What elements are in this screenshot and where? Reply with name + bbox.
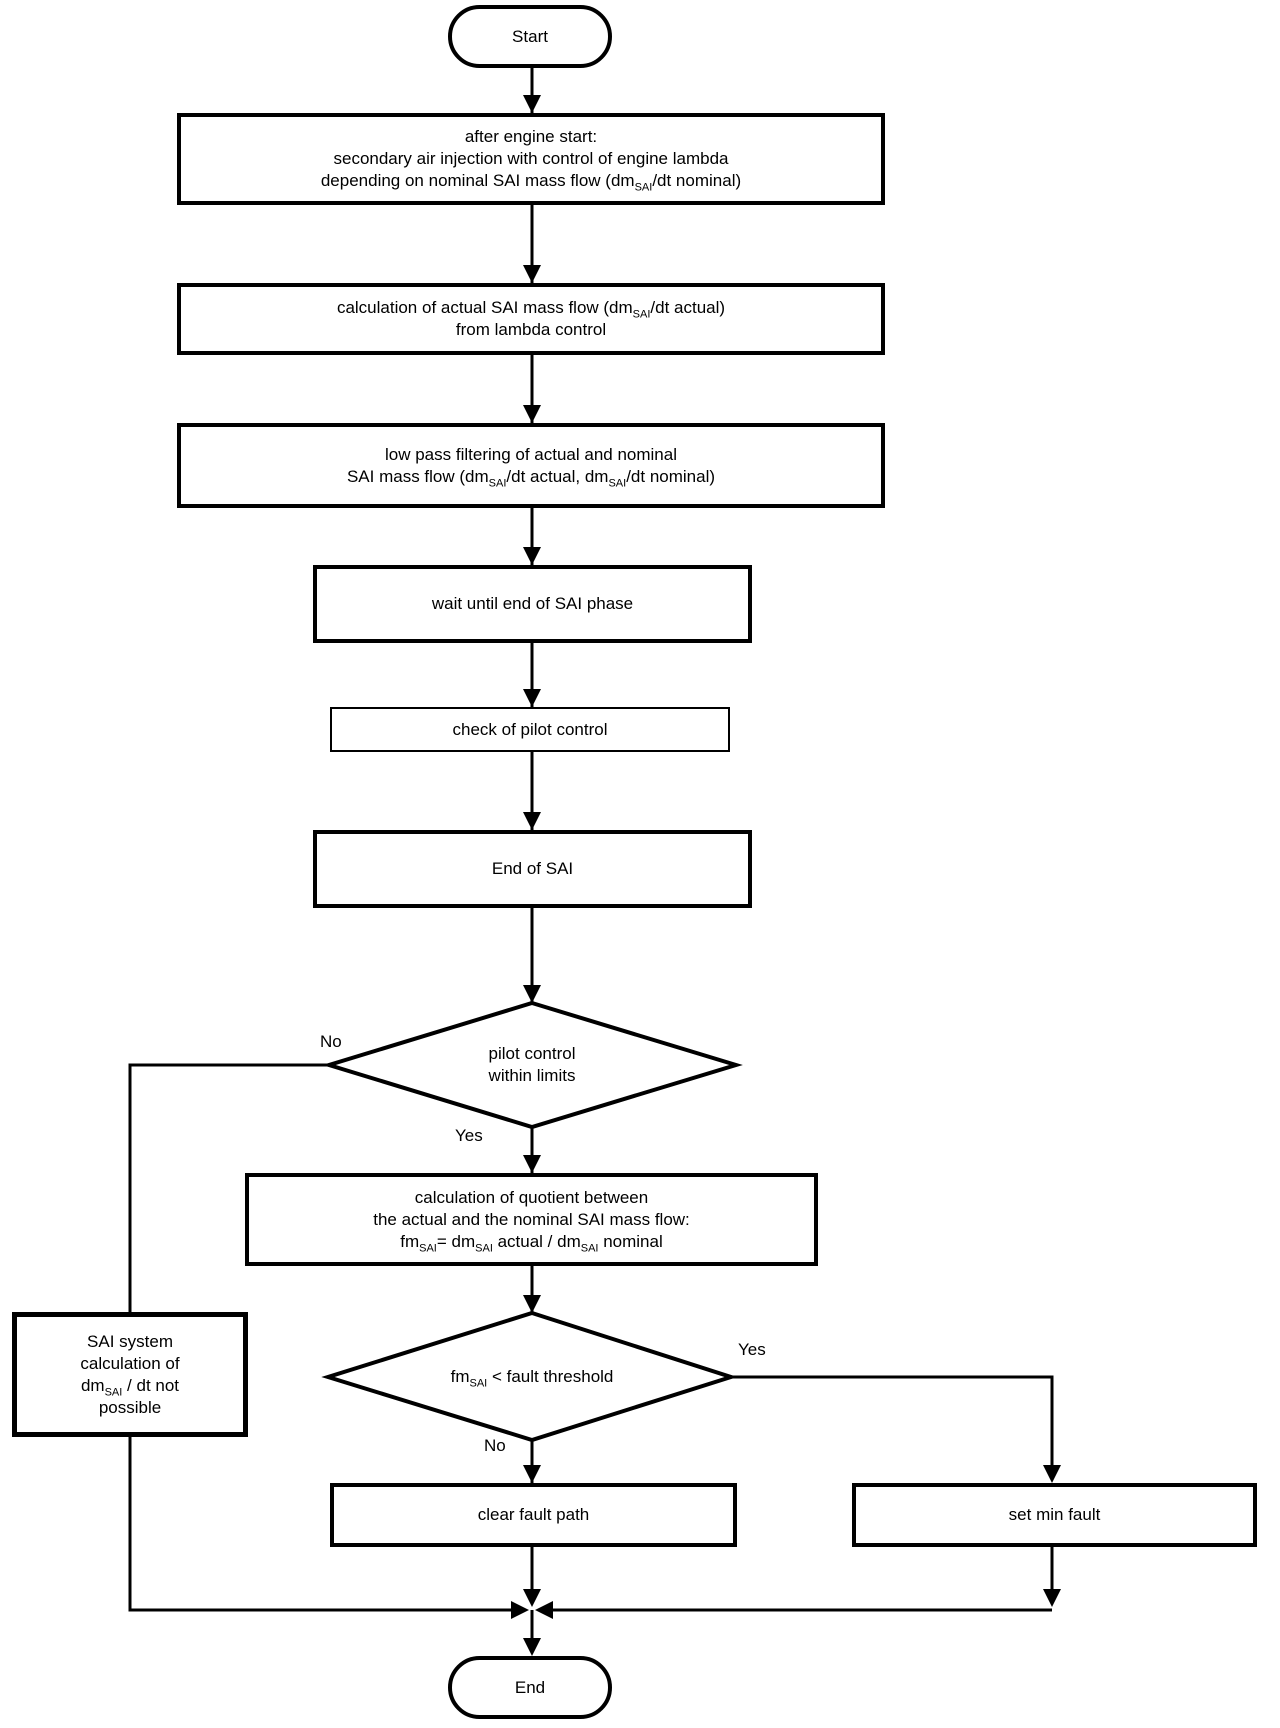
- arrowhead-down: [523, 547, 541, 565]
- step-text-line: secondary air injection with control of …: [333, 149, 729, 168]
- arrowhead-down: [523, 812, 541, 830]
- arrowheads: [511, 95, 1061, 1656]
- arrowhead-down: [523, 985, 541, 1003]
- arrowhead-down: [523, 1295, 541, 1313]
- end-terminal: End: [448, 1656, 612, 1719]
- step-text-line: the actual and the nominal SAI mass flow…: [373, 1209, 690, 1229]
- step-set-min-fault: set min fault: [852, 1483, 1257, 1547]
- arrowhead-down: [523, 689, 541, 707]
- step-text-line: End of SAI: [491, 859, 574, 878]
- step-text-line: calculation of quotient between: [414, 1187, 649, 1207]
- step-end-of-sai: End of SAI: [313, 830, 752, 908]
- decision-text-line: pilot control: [488, 1044, 576, 1063]
- arrowhead-down: [523, 1589, 541, 1607]
- step-text-line: set min fault: [1008, 1505, 1101, 1524]
- arrowhead-down: [1043, 1465, 1061, 1483]
- arrowhead-down: [523, 1155, 541, 1173]
- note-sai-system-not-possible: SAI system calculation of dmSAI / dt not…: [12, 1312, 248, 1437]
- step-text-line: SAI mass flow (dmSAI/dt actual, dmSAI/dt…: [346, 466, 716, 489]
- start-label: Start: [512, 26, 548, 46]
- step-text-line: fmSAI= dmSAI actual / dmSAI nominal: [400, 1231, 663, 1254]
- step-wait-end-sai: wait until end of SAI phase: [313, 565, 752, 643]
- arrowhead-down: [1043, 1589, 1061, 1607]
- step-after-engine-start: after engine start: secondary air inject…: [177, 113, 885, 205]
- step-calc-actual-flow: calculation of actual SAI mass flow (dmS…: [177, 283, 885, 355]
- note-text-line: dmSAI / dt not: [80, 1375, 180, 1398]
- step-text-line: after engine start:: [464, 127, 598, 146]
- step-check-pilot-control: check of pilot control: [330, 707, 730, 752]
- step-text-line: from lambda control: [455, 320, 607, 339]
- arrowhead-right: [511, 1601, 529, 1619]
- step-text-line: depending on nominal SAI mass flow (dmSA…: [320, 171, 742, 194]
- label-yes-fault: Yes: [738, 1340, 766, 1359]
- connector-decision2-yes: [731, 1375, 1054, 1479]
- decision-fault-threshold-diamond: [321, 1310, 738, 1443]
- arrowhead-down: [523, 1465, 541, 1483]
- label-no-pilot: No: [320, 1032, 342, 1051]
- arrowhead-down: [523, 405, 541, 423]
- end-label: End: [514, 1677, 546, 1697]
- step-text-line: check of pilot control: [452, 719, 608, 739]
- arrowhead-left: [535, 1601, 553, 1619]
- start-terminal: Start: [448, 5, 612, 68]
- label-yes-pilot: Yes: [455, 1126, 483, 1145]
- note-text-line: SAI system: [87, 1331, 173, 1351]
- decision-text-line: fmSAI < fault threshold: [450, 1367, 614, 1390]
- decision-fault-threshold-text: fmSAI < fault threshold: [382, 1366, 682, 1390]
- note-text-line: possible: [98, 1397, 162, 1417]
- note-text-line: calculation of: [80, 1353, 180, 1373]
- arrowhead-down: [523, 265, 541, 283]
- step-text-line: calculation of actual SAI mass flow (dmS…: [336, 298, 726, 321]
- decision-pilot-control-text: pilot control within limits: [432, 1032, 632, 1098]
- step-text-line: clear fault path: [477, 1505, 590, 1524]
- step-text-line: wait until end of SAI phase: [431, 594, 634, 613]
- arrowhead-down: [523, 1638, 541, 1656]
- decision-shapes: [321, 1000, 743, 1443]
- arrowhead-down: [523, 95, 541, 113]
- step-text-line: low pass filtering of actual and nominal: [385, 444, 677, 464]
- step-clear-fault-path: clear fault path: [330, 1483, 737, 1547]
- decision-pilot-control-diamond: [322, 1000, 743, 1130]
- step-low-pass-filter: low pass filtering of actual and nominal…: [177, 423, 885, 508]
- label-no-fault: No: [484, 1436, 506, 1455]
- step-calc-quotient: calculation of quotient between the actu…: [245, 1173, 818, 1266]
- decision-text-line: within limits: [488, 1066, 576, 1085]
